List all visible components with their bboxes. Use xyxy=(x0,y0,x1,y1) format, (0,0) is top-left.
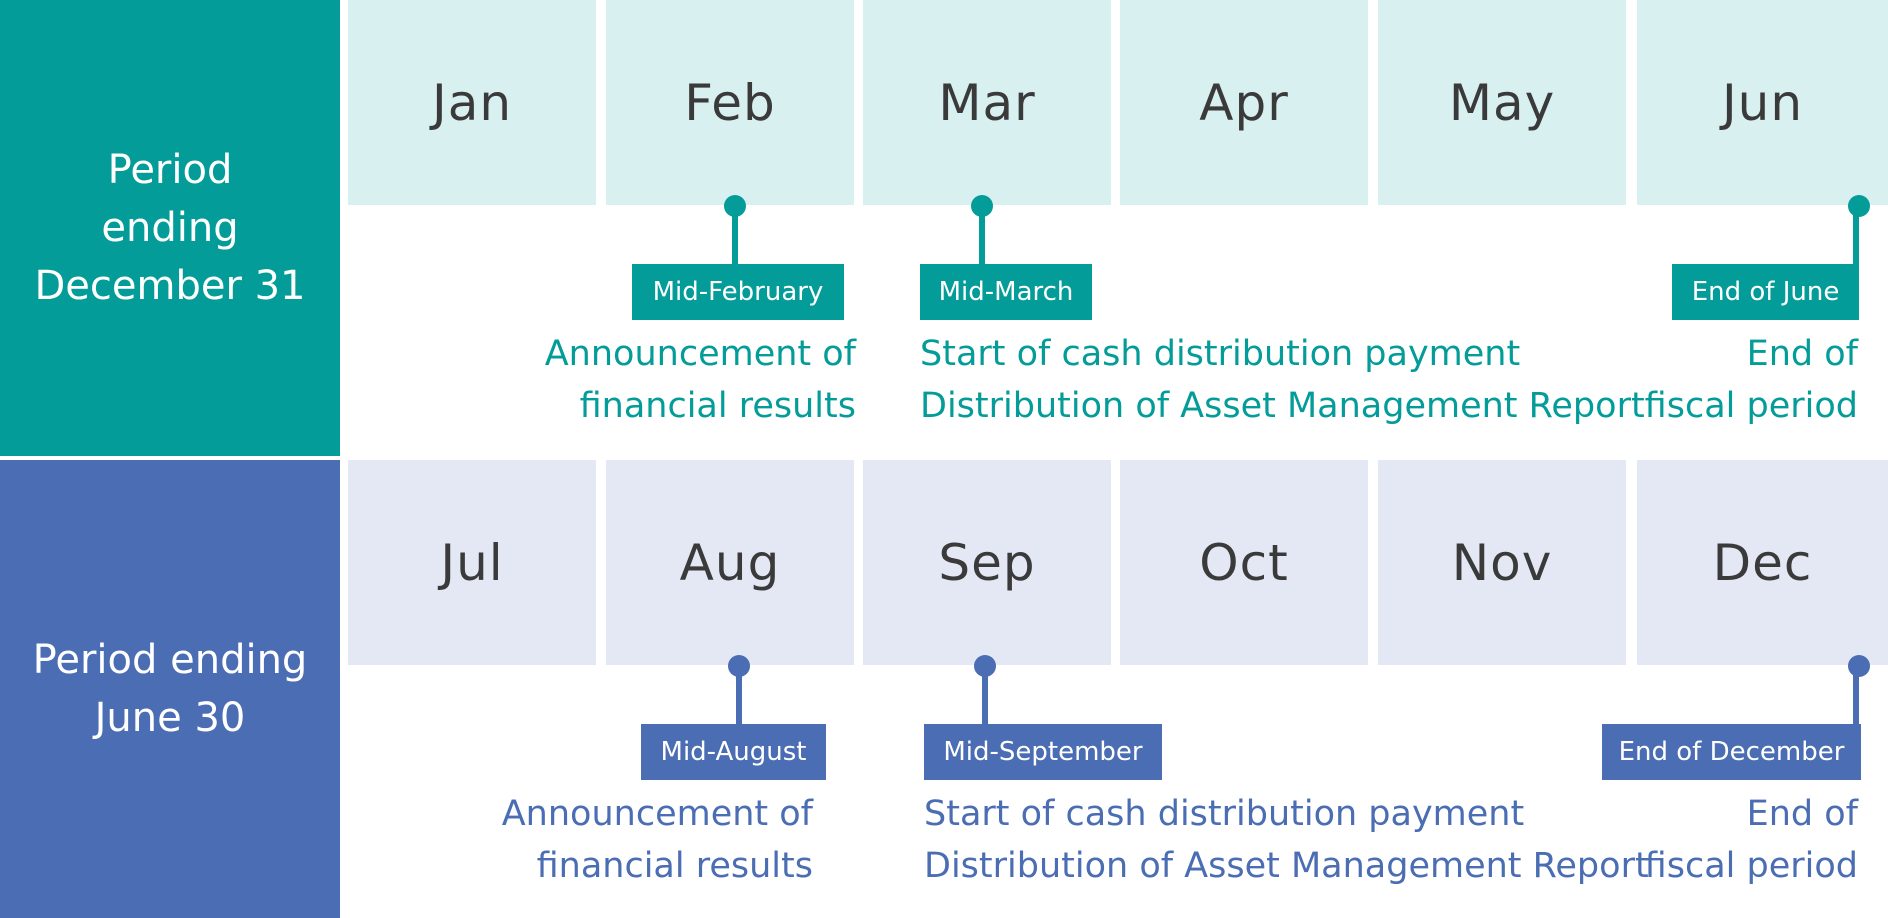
month-mar: Mar xyxy=(863,0,1111,205)
event-desc-line: Start of cash distribution payment xyxy=(924,794,1525,834)
event-marker-stem xyxy=(979,206,985,264)
event-tag-mid-march: Mid-March xyxy=(920,264,1092,320)
event-desc-line: Distribution of Asset Management Report xyxy=(920,386,1645,426)
event-marker-stem xyxy=(1853,206,1859,264)
event-marker-stem xyxy=(982,666,988,724)
month-feb: Feb xyxy=(606,0,854,205)
event-desc-line: financial results xyxy=(536,846,813,886)
month-dec: Dec xyxy=(1637,460,1888,665)
event-desc-mar: Start of cash distribution payment Distr… xyxy=(920,328,1645,432)
event-desc-aug: Announcement of financial results xyxy=(480,788,813,892)
event-desc-line: End of xyxy=(1746,794,1858,834)
event-marker-stem xyxy=(1853,666,1859,724)
event-desc-line: financial results xyxy=(579,386,856,426)
event-desc-line: fiscal period xyxy=(1644,846,1858,886)
event-desc-feb: Announcement of financial results xyxy=(520,328,856,432)
month-jul: Jul xyxy=(348,460,596,665)
event-tag-mid-august: Mid-August xyxy=(641,724,826,780)
event-tag-end-of-december: End of December xyxy=(1602,724,1861,780)
month-may: May xyxy=(1378,0,1626,205)
month-jan: Jan xyxy=(348,0,596,205)
event-desc-line: Announcement of xyxy=(544,334,856,374)
event-tag-end-of-june: End of June xyxy=(1672,264,1859,320)
period-dec-label-line: December 31 xyxy=(34,263,306,309)
period-jun-label: Period ending June 30 xyxy=(0,460,340,918)
month-jun: Jun xyxy=(1637,0,1888,205)
event-tag-mid-september: Mid-September xyxy=(924,724,1162,780)
event-desc-line: Start of cash distribution payment xyxy=(920,334,1521,374)
event-desc-sep: Start of cash distribution payment Distr… xyxy=(924,788,1649,892)
event-desc-line: fiscal period xyxy=(1644,386,1858,426)
month-sep: Sep xyxy=(863,460,1111,665)
event-tag-mid-february: Mid-February xyxy=(632,264,844,320)
period-jun-label-line: June 30 xyxy=(94,695,246,741)
period-jun-label-line: Period ending xyxy=(32,637,308,683)
event-marker-stem xyxy=(732,206,738,264)
event-marker-stem xyxy=(736,666,742,724)
event-desc-dec: End of fiscal period xyxy=(1600,788,1858,892)
event-desc-jun: End of fiscal period xyxy=(1600,328,1858,432)
month-nov: Nov xyxy=(1378,460,1626,665)
event-desc-line: Distribution of Asset Management Report xyxy=(924,846,1649,886)
month-oct: Oct xyxy=(1120,460,1368,665)
event-desc-line: End of xyxy=(1746,334,1858,374)
event-marker-dot xyxy=(1848,195,1870,217)
period-dec-label: Period ending December 31 xyxy=(0,0,340,456)
event-marker-dot xyxy=(1848,655,1870,677)
period-dec-row: Period ending December 31 Jan Feb Mar Ap… xyxy=(0,0,1888,458)
event-desc-line: Announcement of xyxy=(501,794,813,834)
period-dec-label-line: Period xyxy=(107,147,233,193)
month-aug: Aug xyxy=(606,460,854,665)
period-dec-label-line: ending xyxy=(101,205,239,251)
month-apr: Apr xyxy=(1120,0,1368,205)
period-jun-row: Period ending June 30 Jul Aug Sep Oct No… xyxy=(0,460,1888,918)
